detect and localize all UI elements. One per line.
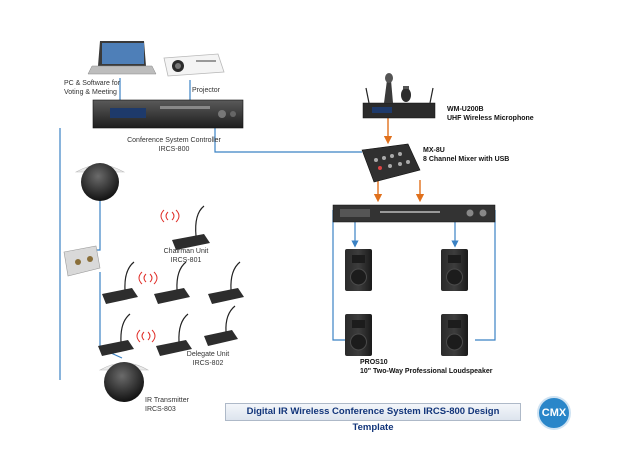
loudspeaker-bottom-left-icon <box>345 314 372 356</box>
delegate-unit-3-icon <box>208 261 244 304</box>
page-title: Digital IR Wireless Conference System IR… <box>225 403 521 433</box>
ir-dome-bottom-icon <box>98 362 150 402</box>
loudspeaker-top-left-icon <box>345 249 372 291</box>
ir-wave-delegate-row1 <box>138 271 158 285</box>
cmx-logo: CMX <box>537 396 571 430</box>
controller-rack-icon <box>92 99 244 129</box>
ir-wave-chairman <box>160 209 180 223</box>
controller-label: Conference System Controller IRCS-800 <box>127 137 221 153</box>
delegate-unit-2-icon <box>154 261 190 304</box>
loudspeaker-top-right-icon <box>441 249 468 291</box>
ir-waves <box>136 209 180 343</box>
pc-software-label: PC & Software for Voting & Meeting <box>64 80 121 96</box>
mic-label: WM-U200B UHF Wireless Microphone <box>447 106 534 122</box>
projector-label: Projector <box>192 87 221 94</box>
delegate-unit-4-icon <box>98 313 134 356</box>
wireless-mic-receiver-icon <box>362 73 436 119</box>
power-amplifier-icon <box>332 204 496 223</box>
ir-transmitter-label: IR Transmitter IRCS-803 <box>145 397 189 413</box>
cable-controller-mixer <box>214 128 362 153</box>
loudspeaker-label: PROS10 10" Two-Way Professional Loudspea… <box>360 359 493 375</box>
cable-amp-speaker-bottom-right <box>475 210 496 341</box>
delegate-unit-1-icon <box>102 261 138 304</box>
delegate-label: Delegate Unit IRCS-802 <box>186 351 230 367</box>
cable-splitter-dome-top <box>90 200 101 251</box>
mixer-label: MX-8U 8 Channel Mixer with USB <box>423 147 510 163</box>
chairman-label: Chairman Unit IRCS-801 <box>163 248 209 264</box>
audio-cables <box>373 118 425 203</box>
ir-dome-top-icon <box>74 163 126 201</box>
delegate-unit-5-icon <box>156 313 192 356</box>
delegate-unit-6-icon <box>204 305 238 346</box>
projector-icon <box>163 53 225 77</box>
laptop-icon <box>87 41 157 75</box>
mixer-icon <box>361 143 421 183</box>
loudspeaker-bottom-right-icon <box>441 314 468 356</box>
chairman-unit-icon <box>172 205 210 250</box>
ir-wave-delegate-row2 <box>136 329 156 343</box>
signal-splitter-icon <box>63 245 101 277</box>
cable-amp-speaker-bottom-left <box>332 210 345 341</box>
